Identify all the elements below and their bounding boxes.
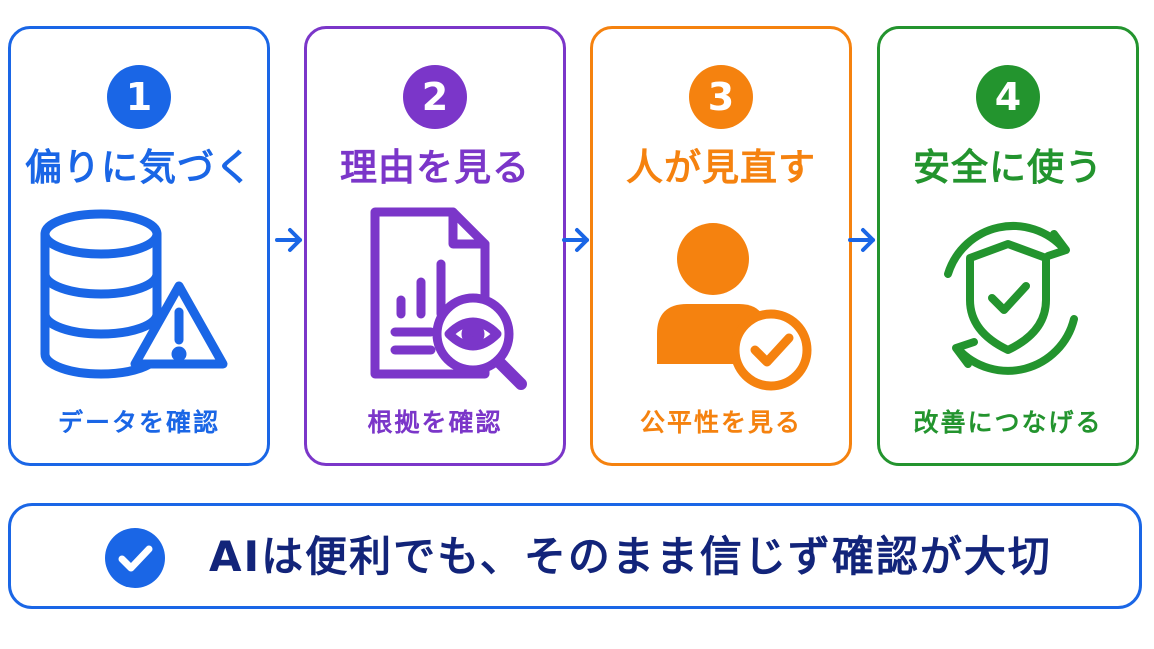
step-number-badge-1: 1 [107,65,171,129]
step-title-3: 人が見直す [626,146,816,189]
arrow-right-icon [561,222,591,262]
check-circle-icon [103,526,167,590]
step-number-badge-4: 4 [976,65,1040,129]
step-card-4: 4 安全に使う 改善につなげる [877,26,1139,466]
step-number-badge-3: 3 [689,65,753,129]
step-caption-4: 改善につなげる [913,408,1103,437]
step-caption-3: 公平性を見る [639,408,802,437]
summary-banner: AIは便利でも、そのまま信じず確認が大切 [8,503,1142,609]
step-card-2: 2 理由を見る 根拠を確認 [304,26,566,466]
step-caption-1: データを確認 [57,408,220,437]
step-card-1: 1 偏りに気づく データを確認 [8,26,270,466]
document-magnifier-eye-icon [335,204,535,398]
arrow-right-icon [274,222,304,262]
step-title-2: 理由を見る [340,146,530,189]
arrow-right-icon [847,222,877,262]
person-check-icon [621,204,821,398]
step-card-3: 3 人が見直す 公平性を見る [590,26,852,466]
shield-check-cycle-icon [908,204,1108,398]
step-number-badge-2: 2 [403,65,467,129]
database-warning-icon [39,204,239,398]
summary-banner-text: AIは便利でも、そのまま信じず確認が大切 [209,532,1052,581]
step-caption-2: 根拠を確認 [367,408,503,437]
step-title-1: 偏りに気づく [25,146,253,189]
step-title-4: 安全に使う [913,146,1103,189]
